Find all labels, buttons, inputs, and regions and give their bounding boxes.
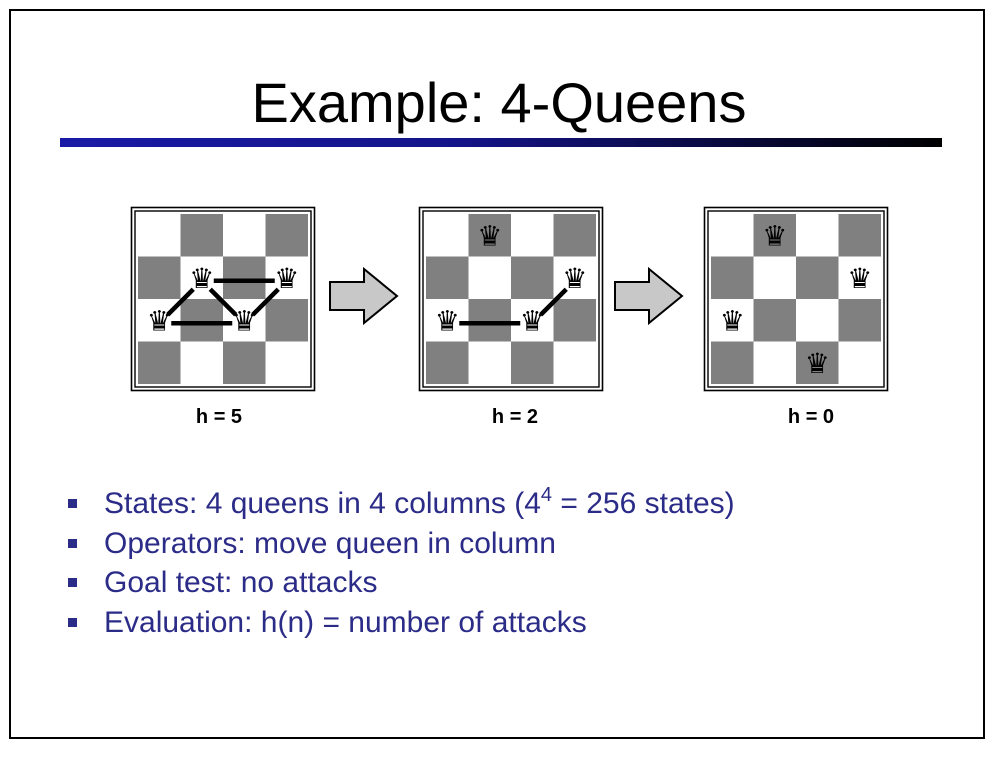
board-square — [468, 299, 511, 342]
board-square — [223, 341, 266, 384]
bullet-text: Evaluation: h(n) = number of attacks — [104, 605, 587, 639]
board-square — [265, 299, 308, 342]
board-2-label: h = 2 — [491, 406, 539, 428]
board-square — [753, 214, 796, 257]
board-square — [265, 341, 308, 384]
board-square — [511, 214, 554, 257]
board-1-label: h = 5 — [195, 406, 243, 428]
queen-icon: ♛ — [520, 304, 545, 337]
board-square — [468, 341, 511, 384]
board-square — [180, 341, 223, 384]
bullet-text: Operators: move queen in column — [104, 526, 556, 560]
bullet-square-icon — [68, 538, 77, 548]
board-square — [753, 299, 796, 342]
bullet-text: Goal test: no attacks — [104, 566, 378, 599]
queen-icon: ♛ — [189, 262, 214, 295]
bullet-superscript: 4 — [540, 484, 553, 506]
page-title: Example: 4-Queens — [251, 71, 747, 134]
right-arrow-icon — [329, 266, 399, 326]
queen-icon: ♛ — [435, 304, 460, 337]
board-square — [711, 256, 754, 299]
queen-icon: ♛ — [562, 262, 587, 295]
board-square — [426, 341, 469, 384]
queen-icon: ♛ — [762, 219, 787, 252]
bullet-text: States: 4 queens in 4 columns (4 — [104, 487, 541, 520]
board-square — [838, 256, 881, 299]
board-square — [711, 214, 754, 257]
board-square — [796, 299, 839, 342]
board-square — [468, 214, 511, 257]
board-square — [796, 214, 839, 257]
bullet-square-icon — [68, 499, 77, 508]
attack-line — [251, 287, 280, 317]
right-arrow-icon — [614, 266, 684, 326]
board-3: ♛ ♛ ♛ ♛ — [703, 206, 889, 392]
board-square — [753, 341, 796, 384]
queen-icon: ♛ — [477, 219, 502, 252]
bullet-item-goal-test: Goal test: no attacks — [66, 564, 735, 604]
bullet-item-states: States: 4 queens in 4 columns (44 = 256 … — [66, 485, 735, 525]
bullet-item-operators: Operators: move queen in column — [66, 525, 735, 565]
board-square — [426, 299, 469, 342]
board-square — [838, 214, 881, 257]
bullet-item-evaluation: Evaluation: h(n) = number of attacks — [66, 604, 735, 644]
board-square — [180, 299, 223, 342]
bullet-list: States: 4 queens in 4 columns (44 = 256 … — [66, 485, 735, 643]
board-3-label: h = 0 — [787, 406, 835, 428]
board-square — [138, 341, 181, 384]
queen-icon: ♛ — [847, 262, 872, 295]
bullet-text-tail: = 256 states) — [552, 487, 735, 520]
board-square — [223, 256, 266, 299]
attack-line — [166, 287, 195, 317]
title-rule — [60, 138, 942, 147]
board-inner-border — [422, 210, 600, 388]
board-square — [838, 299, 881, 342]
queen-icon: ♛ — [147, 304, 172, 337]
bullet-square-icon — [68, 578, 77, 587]
board-inner-border — [134, 210, 312, 388]
queen-icon: ♛ — [805, 347, 830, 380]
board-1: ♛ ♛ ♛ ♛ — [130, 206, 316, 392]
board-square — [796, 256, 839, 299]
board-square — [511, 341, 554, 384]
queen-icon: ♛ — [232, 304, 257, 337]
board-square — [838, 341, 881, 384]
board-square — [468, 256, 511, 299]
board-square — [553, 341, 596, 384]
board-inner-border — [707, 210, 885, 388]
board-square — [796, 341, 839, 384]
board-square — [138, 256, 181, 299]
attack-line — [539, 287, 568, 317]
board-square — [753, 256, 796, 299]
board-square — [265, 214, 308, 257]
board-square — [426, 214, 469, 257]
board-square — [223, 214, 266, 257]
board-square — [553, 214, 596, 257]
queen-icon: ♛ — [720, 304, 745, 337]
attack-line — [208, 287, 238, 317]
board-square — [511, 256, 554, 299]
board-2: ♛ ♛ ♛ ♛ — [418, 206, 604, 392]
board-square — [138, 214, 181, 257]
board-square — [180, 214, 223, 257]
queen-icon: ♛ — [274, 262, 299, 295]
board-square — [553, 299, 596, 342]
board-square — [711, 299, 754, 342]
bullet-square-icon — [68, 617, 77, 627]
board-square — [426, 256, 469, 299]
board-square — [711, 341, 754, 384]
